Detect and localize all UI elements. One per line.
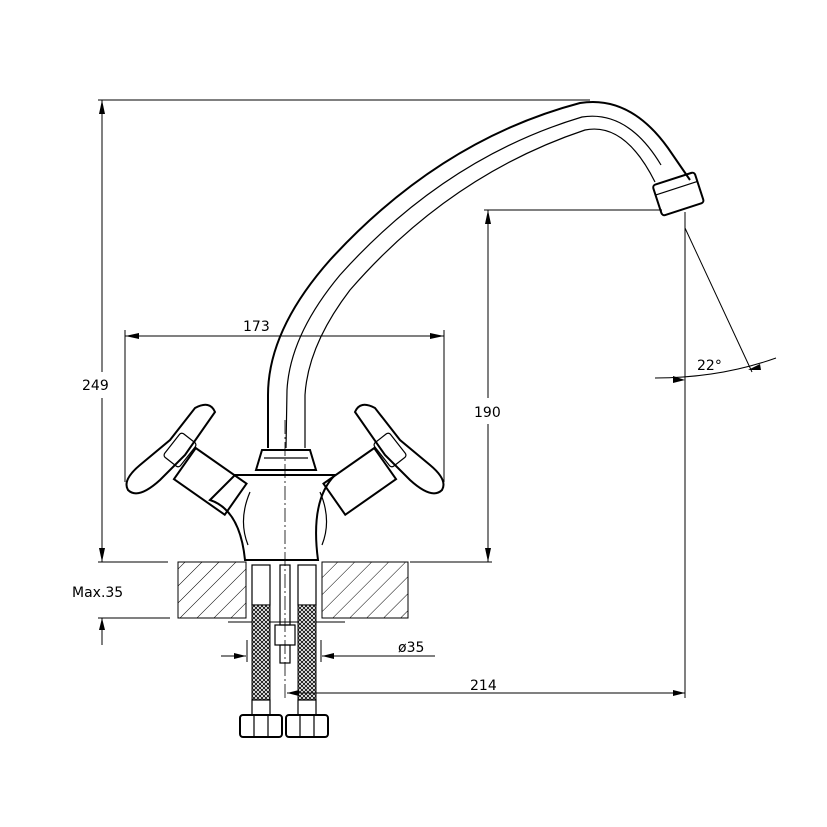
label-max-35: Max.35 <box>72 585 123 601</box>
label-249: 249 <box>82 378 109 394</box>
dimension-handle-span-173: 173 <box>124 319 445 482</box>
dimension-reach-214: 214 <box>287 678 685 696</box>
label-diameter-35: ø35 <box>398 640 424 656</box>
label-214: 214 <box>470 678 497 694</box>
dimension-spout-height-190: 190 <box>474 209 662 562</box>
dimension-height-249: 249 <box>82 99 590 562</box>
dimension-hole-diameter: ø35 <box>221 640 435 662</box>
supply-hoses <box>239 564 329 738</box>
right-handle <box>353 403 445 495</box>
faucet-body <box>172 446 398 561</box>
dimension-max-thickness: Max.35 <box>72 585 170 645</box>
label-190: 190 <box>474 405 501 421</box>
left-handle <box>125 403 217 495</box>
spout <box>267 101 705 449</box>
dimension-spout-angle: 22° <box>654 212 777 698</box>
label-173: 173 <box>243 319 270 335</box>
label-22-degrees: 22° <box>697 358 722 374</box>
countertop-section <box>98 561 492 623</box>
